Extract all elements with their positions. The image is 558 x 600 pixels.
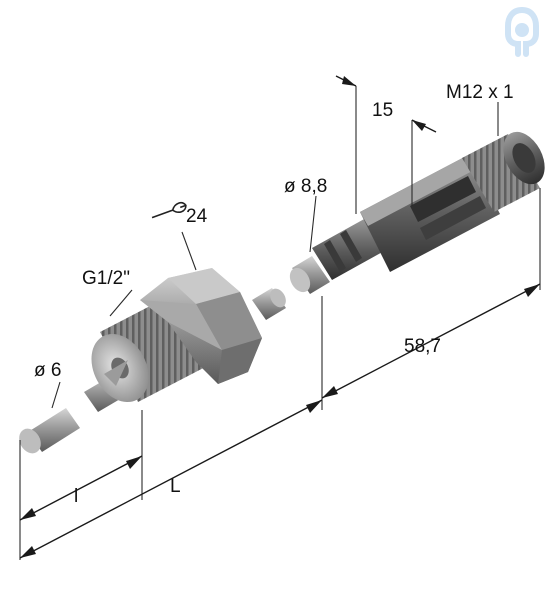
wrench-size-label: 24: [186, 206, 208, 227]
length-L-label: L: [170, 476, 181, 497]
dimension-lines: [19, 75, 541, 560]
length-l-small-label: l: [74, 486, 78, 507]
distance-15-label: 15: [372, 100, 393, 121]
shaft-segment: [252, 288, 286, 320]
connector-label: M12 x 1: [446, 82, 514, 103]
rod-diameter-label: ø 8,8: [284, 176, 327, 197]
sensor-diameter-label: ø 6: [34, 360, 61, 381]
length-58-7-label: 58,7: [404, 336, 441, 357]
thread-label: G1/2": [82, 268, 130, 289]
m12-connector: [462, 131, 545, 212]
rod-section: [289, 218, 386, 294]
hex-nut: [140, 268, 262, 384]
sensor-body: [360, 154, 500, 272]
sensor-brand-icon: [505, 7, 539, 57]
sensor-assembly: [19, 131, 545, 454]
wrench-icon: [151, 202, 187, 219]
